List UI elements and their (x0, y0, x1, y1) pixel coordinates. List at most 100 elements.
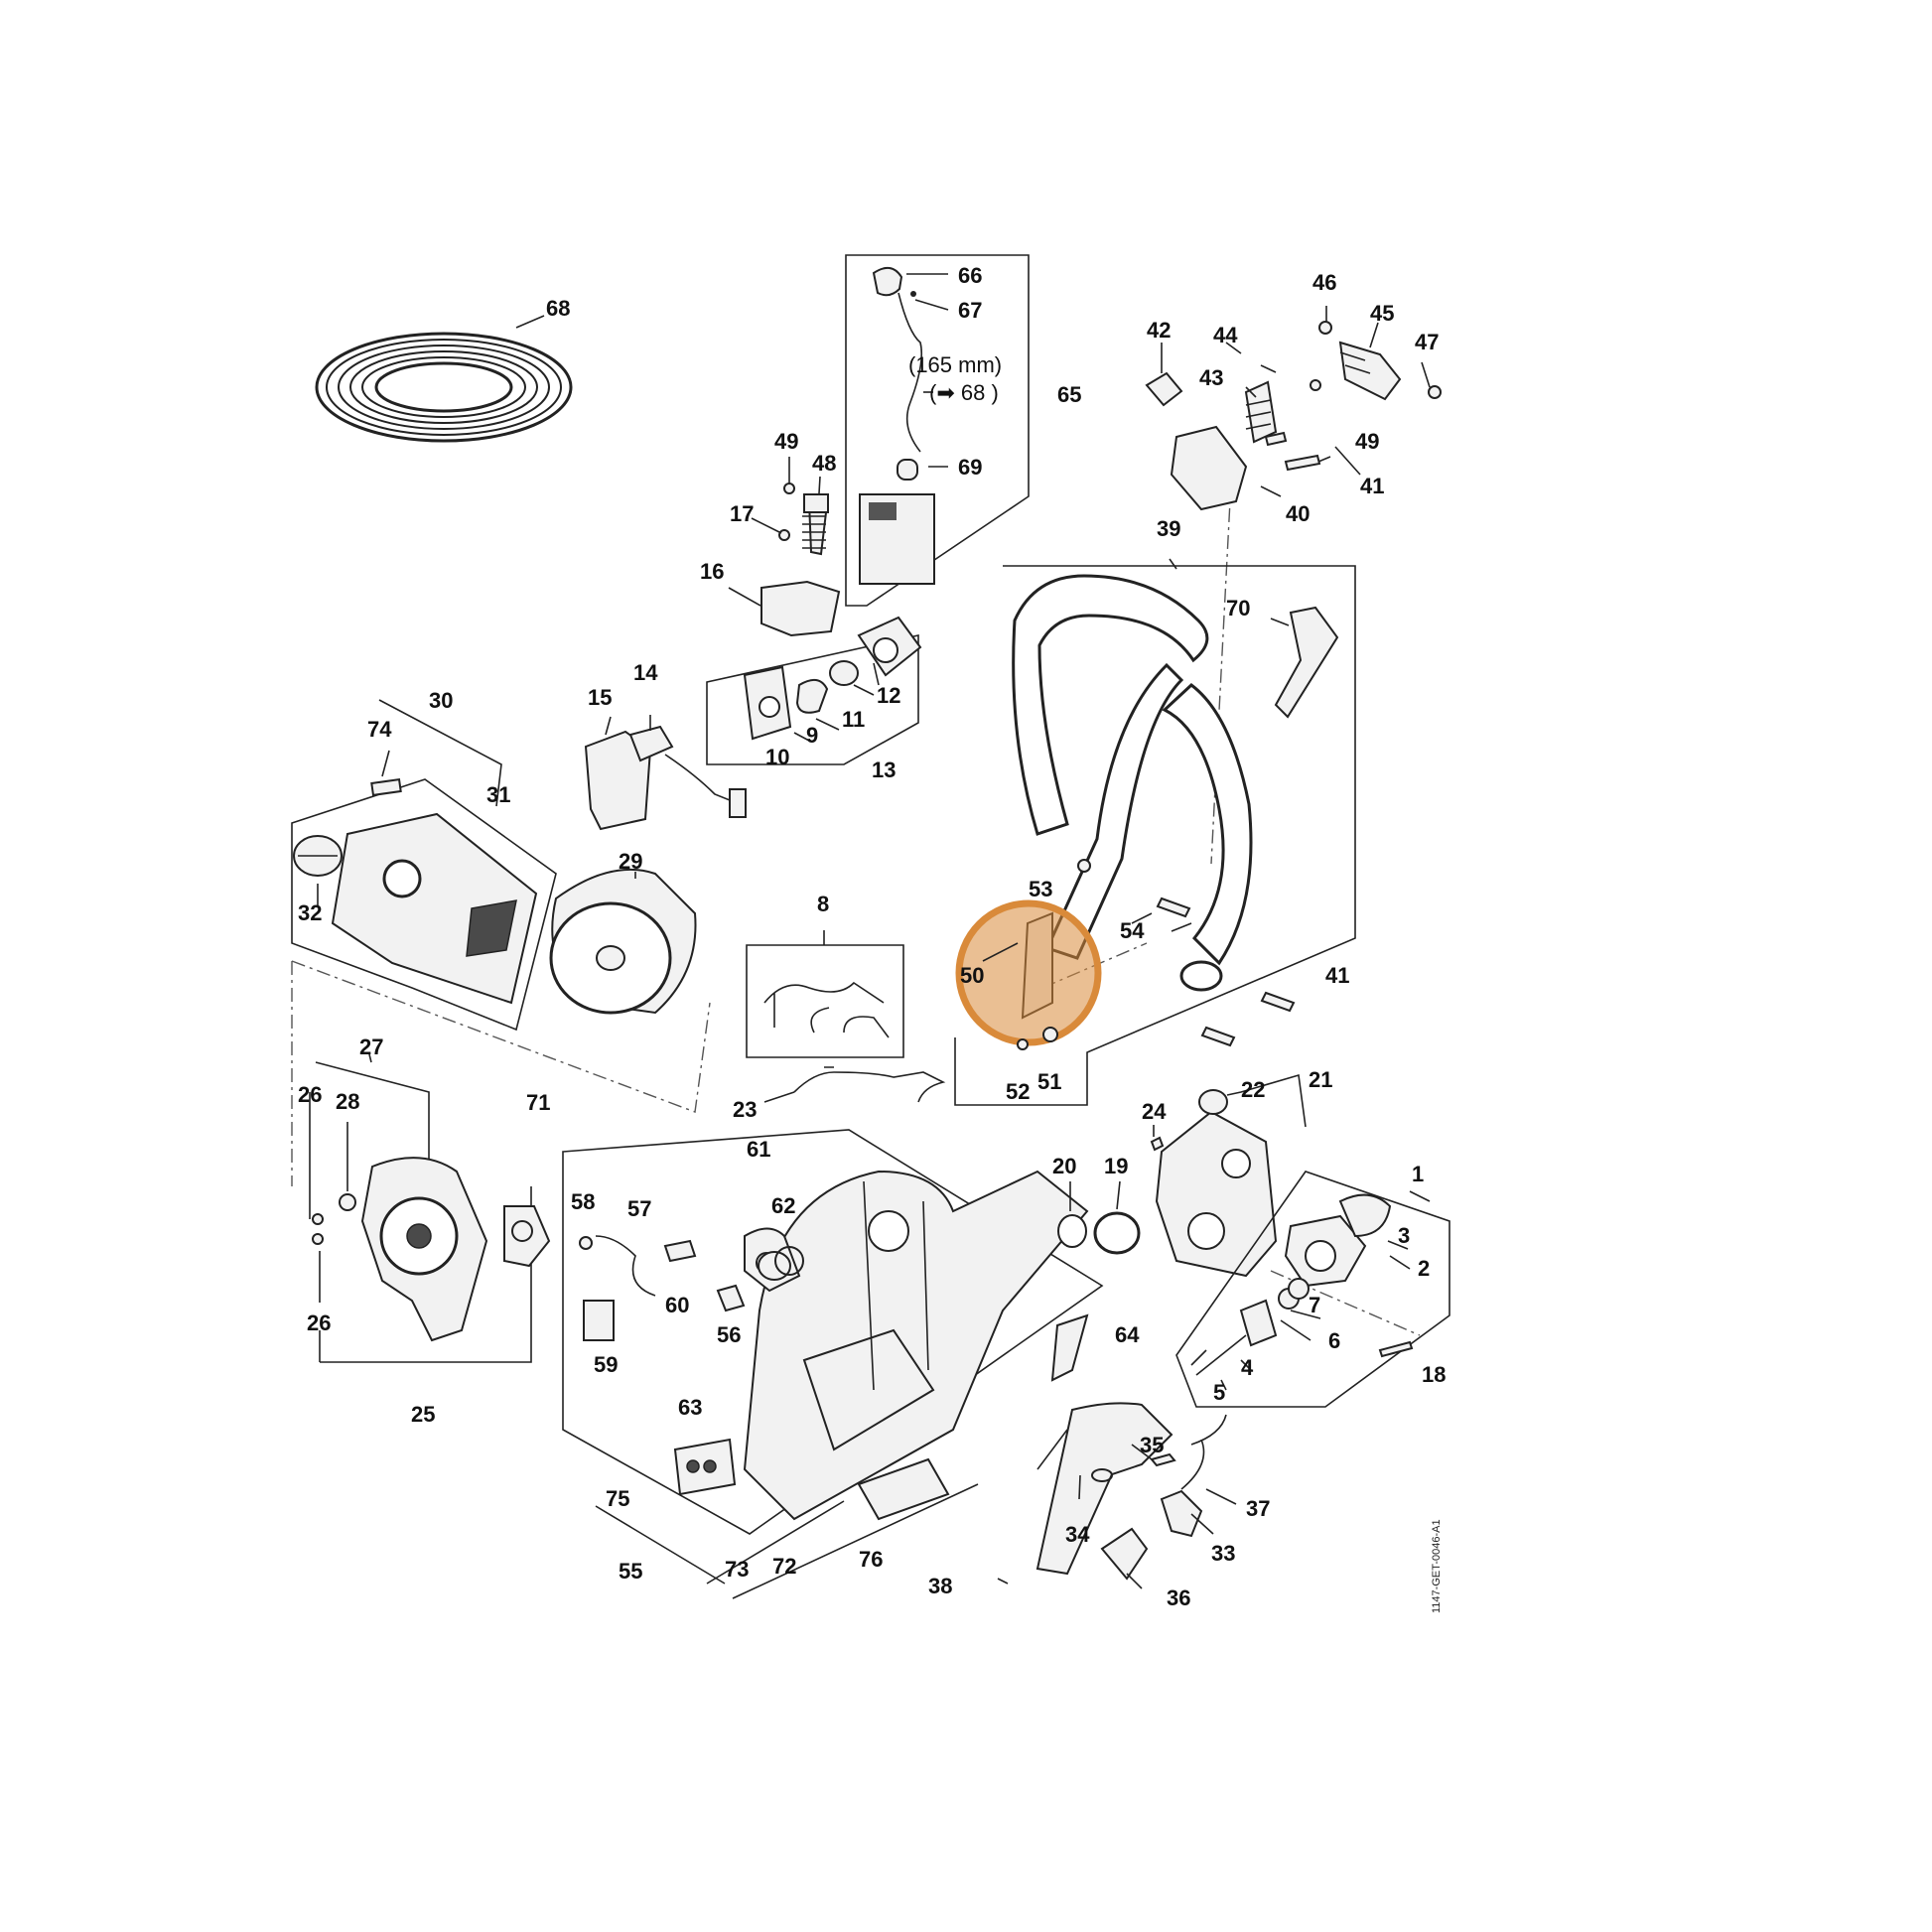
callout-label-23: 23 (733, 1097, 757, 1122)
handle-bar-group (954, 558, 1356, 1106)
fan-housing-group (309, 1053, 551, 1363)
callout-label-3: 3 (1398, 1223, 1410, 1248)
callout-label-72: 72 (772, 1554, 796, 1579)
callout-label-75: 75 (606, 1486, 629, 1511)
callout-label-71: 71 (526, 1090, 550, 1115)
rear-handle-mount-group (1145, 306, 1442, 511)
callout-label-38: 38 (928, 1574, 952, 1598)
callout-label-76: 76 (859, 1547, 883, 1572)
callout-label-11: 11 (842, 707, 865, 732)
callout-label-63: 63 (678, 1395, 702, 1420)
callout-label-67: 67 (958, 298, 982, 323)
callout-label-6: 6 (1328, 1328, 1340, 1353)
callout-label-13: 13 (872, 758, 896, 782)
callout-label-12: 12 (877, 683, 900, 708)
callout-label-16: 16 (700, 559, 724, 584)
callout-label-59: 59 (594, 1352, 618, 1377)
callout-label-51: 51 (1037, 1069, 1061, 1094)
callout-label-9: 9 (806, 723, 818, 748)
callout-label-50: 50 (960, 963, 984, 988)
air-filter-part (549, 868, 697, 1015)
ignition-module-group (845, 254, 1030, 607)
callout-label-26b: 26 (307, 1311, 331, 1335)
throttle-trigger-group (997, 1402, 1237, 1589)
buffer-spring-group (728, 457, 841, 637)
hose-set-group (746, 930, 946, 1103)
callout-label-57: 57 (627, 1196, 651, 1221)
callout-label-68: 68 (546, 296, 570, 321)
bracket-lines (595, 1483, 979, 1599)
callout-label-40: 40 (1286, 501, 1310, 526)
callout-label-69: 69 (958, 455, 982, 480)
callout-label-52: 52 (1006, 1079, 1030, 1104)
callout-label-26a: 26 (298, 1082, 322, 1107)
callout-labels: 1 2 3 4 5 6 7 8 9 10 11 12 13 14 15 16 1… (298, 263, 1446, 1610)
callout-label-2: 2 (1418, 1256, 1430, 1281)
callout-label-33: 33 (1211, 1541, 1235, 1566)
callout-label-15: 15 (588, 685, 612, 710)
shroud-group (291, 699, 557, 1032)
callout-label-4: 4 (1241, 1355, 1254, 1380)
callout-label-54: 54 (1120, 918, 1145, 943)
intake-manifold-group (1175, 1171, 1450, 1408)
carburetor-flange-group (706, 616, 922, 765)
callout-label-8: 8 (817, 892, 829, 916)
callout-label-14: 14 (633, 660, 658, 685)
callout-label-25: 25 (411, 1402, 435, 1427)
callout-label-66: 66 (958, 263, 982, 288)
callout-label-19: 19 (1104, 1154, 1128, 1178)
callout-label-74: 74 (367, 717, 392, 742)
crankcase-group (562, 1129, 1104, 1535)
callout-label-48: 48 (812, 451, 836, 476)
callout-label-42: 42 (1147, 318, 1171, 343)
callout-label-70: 70 (1226, 596, 1250, 621)
callout-label-28: 28 (336, 1089, 359, 1114)
callout-label-55: 55 (619, 1559, 642, 1584)
callout-label-56: 56 (717, 1322, 741, 1347)
callout-label-32: 32 (298, 900, 322, 925)
callout-label-10: 10 (765, 745, 789, 769)
callout-label-39: 39 (1157, 516, 1180, 541)
callout-label-49b: 49 (1355, 429, 1379, 454)
callout-label-31: 31 (486, 782, 510, 807)
callout-label-20: 20 (1052, 1154, 1076, 1178)
oil-pump-group (579, 1227, 804, 1341)
callout-label-34: 34 (1065, 1522, 1090, 1547)
callout-label-18: 18 (1422, 1362, 1446, 1387)
callout-label-62: 62 (771, 1193, 795, 1218)
switch-shaft-group (584, 715, 747, 831)
callout-label-41a: 41 (1360, 474, 1384, 498)
callout-label-46: 46 (1312, 270, 1336, 295)
callout-label-29: 29 (619, 849, 642, 874)
callout-label-24: 24 (1142, 1099, 1167, 1124)
callout-label-65: 65 (1057, 382, 1081, 407)
callout-label-36: 36 (1167, 1586, 1190, 1610)
screw-washer-group (1017, 897, 1296, 1050)
callout-label-45: 45 (1370, 301, 1394, 326)
callout-label-43: 43 (1199, 365, 1223, 390)
callout-label-73: 73 (725, 1557, 749, 1582)
callout-label-49a: 49 (774, 429, 798, 454)
callout-label-64: 64 (1115, 1322, 1140, 1347)
callout-label-53: 53 (1029, 877, 1052, 901)
callout-label-44: 44 (1213, 323, 1238, 347)
callout-label-41b: 41 (1325, 963, 1349, 988)
reference-note: (➡ 68 ) (929, 380, 999, 405)
drawing-code: 1147-GET-0046-A1 (1431, 1519, 1443, 1613)
carburetor-group (1057, 1073, 1307, 1278)
callout-label-30: 30 (429, 688, 453, 713)
callout-label-5: 5 (1213, 1380, 1225, 1405)
callout-label-58: 58 (571, 1189, 595, 1214)
callout-label-17: 17 (730, 501, 754, 526)
callout-label-21: 21 (1309, 1067, 1332, 1092)
callout-label-1: 1 (1412, 1162, 1424, 1186)
part-50-highlight: 50 (955, 899, 1102, 1046)
callout-label-27: 27 (359, 1035, 383, 1059)
callout-label-60: 60 (665, 1293, 689, 1317)
callout-label-61: 61 (747, 1137, 770, 1162)
callout-label-22: 22 (1241, 1077, 1265, 1102)
coiled-hose-part (315, 315, 573, 443)
callout-label-47: 47 (1415, 330, 1439, 354)
callout-label-35: 35 (1140, 1433, 1164, 1457)
